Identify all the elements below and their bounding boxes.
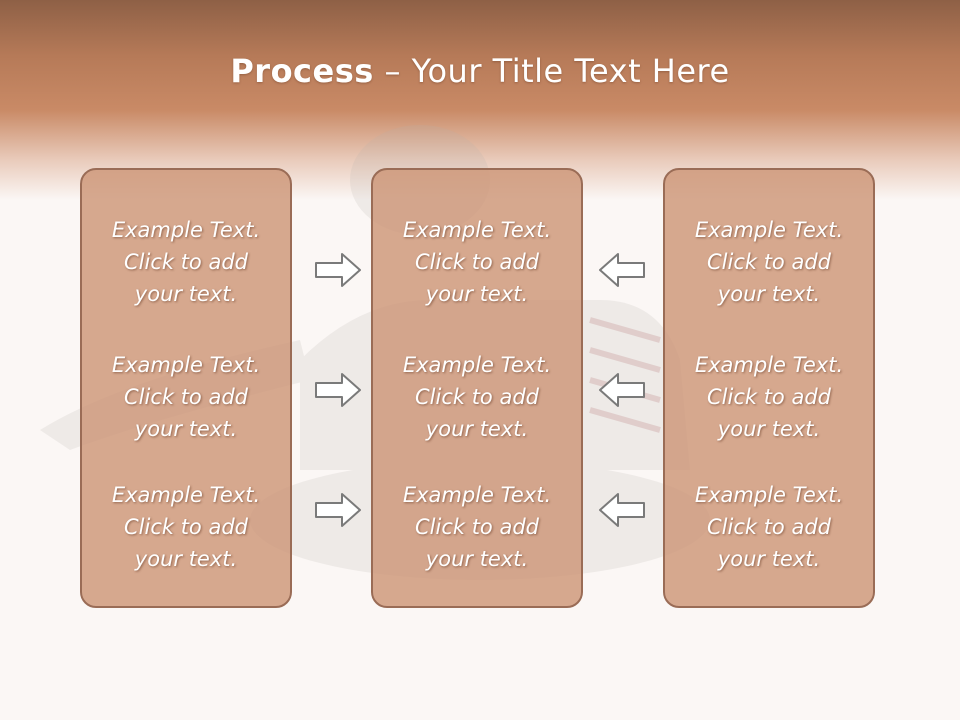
text-line: Click to add <box>414 515 539 539</box>
text-line: your text. <box>717 547 821 571</box>
text-line: Click to add <box>414 250 539 274</box>
text-line: Example Text. <box>694 353 844 377</box>
text-line: Click to add <box>706 385 831 409</box>
left-arrow-icon <box>599 493 645 527</box>
text-line: your text. <box>134 417 238 441</box>
text-block[interactable]: Example Text. Click to add your text. <box>373 349 581 445</box>
text-line: Example Text. <box>111 218 261 242</box>
text-block[interactable]: Example Text. Click to add your text. <box>373 214 581 310</box>
title-bold: Process <box>230 52 374 90</box>
text-line: Click to add <box>706 515 831 539</box>
left-arrow-icon <box>599 373 645 407</box>
text-line: Click to add <box>414 385 539 409</box>
text-line: Click to add <box>123 515 248 539</box>
text-line: Example Text. <box>694 218 844 242</box>
right-arrow-icon <box>315 493 361 527</box>
header-band <box>0 0 960 200</box>
text-line: Click to add <box>123 385 248 409</box>
text-block[interactable]: Example Text. Click to add your text. <box>82 214 290 310</box>
text-block[interactable]: Example Text. Click to add your text. <box>82 349 290 445</box>
text-block[interactable]: Example Text. Click to add your text. <box>373 479 581 575</box>
text-line: your text. <box>134 282 238 306</box>
right-arrow-icon <box>315 373 361 407</box>
text-line: your text. <box>425 417 529 441</box>
text-line: Example Text. <box>694 483 844 507</box>
text-block[interactable]: Example Text. Click to add your text. <box>665 349 873 445</box>
panel-left: Example Text. Click to add your text. Exam… <box>80 168 292 608</box>
text-line: Example Text. <box>402 353 552 377</box>
text-block[interactable]: Example Text. Click to add your text. <box>665 479 873 575</box>
text-block[interactable]: Example Text. Click to add your text. <box>665 214 873 310</box>
text-line: your text. <box>717 417 821 441</box>
panel-middle: Example Text. Click to add your text. Exam… <box>371 168 583 608</box>
panel-right: Example Text. Click to add your text. Exam… <box>663 168 875 608</box>
text-line: your text. <box>425 547 529 571</box>
text-block[interactable]: Example Text. Click to add your text. <box>82 479 290 575</box>
slide-title: Process – Your Title Text Here <box>0 52 960 90</box>
text-line: Example Text. <box>402 483 552 507</box>
text-line: your text. <box>425 282 529 306</box>
text-line: Click to add <box>706 250 831 274</box>
title-rest: – Your Title Text Here <box>373 52 730 90</box>
text-line: Example Text. <box>111 353 261 377</box>
text-line: your text. <box>134 547 238 571</box>
text-line: Example Text. <box>402 218 552 242</box>
text-line: Click to add <box>123 250 248 274</box>
text-line: Example Text. <box>111 483 261 507</box>
right-arrow-icon <box>315 253 361 287</box>
left-arrow-icon <box>599 253 645 287</box>
text-line: your text. <box>717 282 821 306</box>
